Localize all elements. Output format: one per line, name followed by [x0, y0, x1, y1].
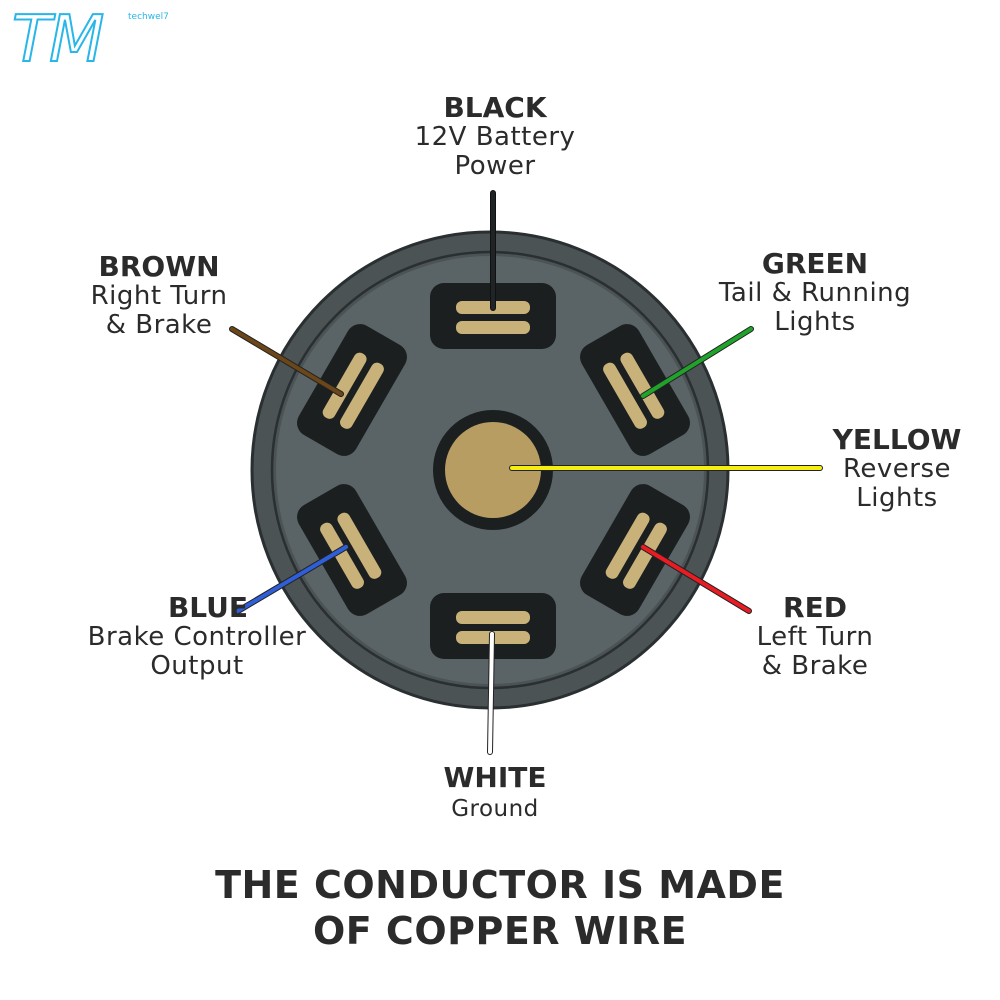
- pin-desc-red-2: & Brake: [761, 651, 869, 682]
- label-green: GREEN Tail & Running Lights: [690, 248, 940, 338]
- label-white: WHITE Ground: [395, 762, 595, 823]
- pin-desc-brown-1: Right Turn: [90, 281, 228, 312]
- brand-logo-subtext: techwel7: [128, 12, 169, 22]
- pin-name-brown: BROWN: [98, 250, 220, 283]
- terminal-center-pin: [445, 422, 541, 518]
- pin-desc-blue-1: Brake Controller: [87, 622, 307, 653]
- label-yellow: YELLOW Reverse Lights: [812, 424, 982, 514]
- wire-brown: [229, 326, 344, 397]
- pin-name-blue: BLUE: [167, 591, 249, 624]
- pin-desc-brown-2: & Brake: [105, 310, 213, 341]
- label-brown: BROWN Right Turn & Brake: [64, 251, 254, 341]
- brand-logo: TM: [11, 3, 105, 77]
- terminal-brown: [297, 324, 407, 456]
- pin-desc-yellow-2: Lights: [856, 483, 938, 514]
- pin-desc-blue-2: Output: [150, 651, 244, 682]
- pin-desc-black-2: Power: [454, 151, 536, 182]
- pin-desc-yellow-1: Reverse: [842, 454, 951, 485]
- terminal-white: [430, 593, 556, 659]
- footer-note: THE CONDUCTOR IS MADE OF COPPER WIRE: [0, 862, 1000, 954]
- pin-name-white: WHITE: [443, 761, 547, 794]
- label-red: RED Left Turn & Brake: [730, 592, 900, 682]
- pin-desc-green-2: Lights: [774, 307, 856, 338]
- label-blue: BLUE Brake Controller Output: [62, 592, 332, 682]
- pin-desc-black-1: 12V Battery: [414, 122, 576, 153]
- pin-desc-white-1: Ground: [451, 796, 539, 823]
- pin-name-green: GREEN: [761, 247, 869, 280]
- wire-blue: [235, 544, 349, 614]
- wire-white: [487, 631, 495, 755]
- terminal-green: [580, 324, 690, 456]
- wire-red: [640, 544, 752, 614]
- pin-name-red: RED: [783, 591, 847, 624]
- pin-desc-red-1: Left Turn: [756, 622, 874, 653]
- footer-line-2: OF COPPER WIRE: [312, 909, 688, 953]
- pin-name-yellow: YELLOW: [832, 423, 962, 456]
- pin-desc-green-1: Tail & Running: [718, 278, 912, 309]
- label-black: BLACK 12V Battery Power: [380, 92, 610, 182]
- footer-line-1: THE CONDUCTOR IS MADE: [215, 863, 785, 907]
- pin-name-black: BLACK: [443, 91, 547, 124]
- terminal-red: [580, 484, 690, 616]
- wire-green: [640, 326, 754, 399]
- terminal-blue: [297, 484, 407, 616]
